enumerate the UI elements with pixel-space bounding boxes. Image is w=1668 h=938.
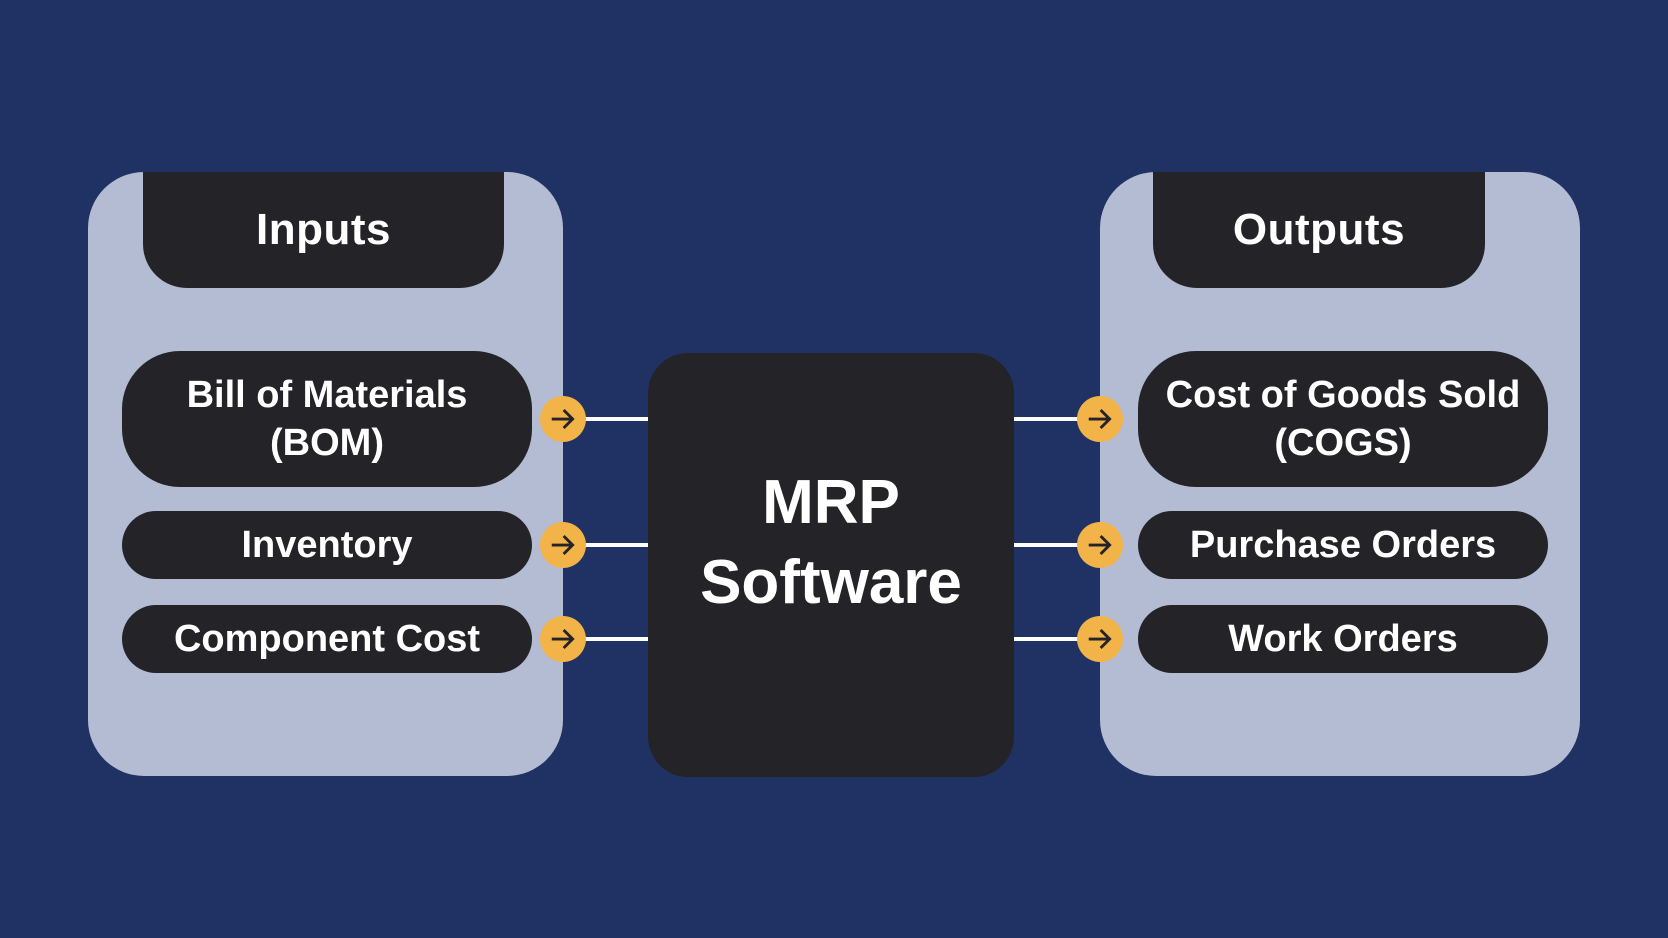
inputs-panel: Inputs Bill of Materials (BOM) Inventory… bbox=[88, 172, 563, 776]
right-arrow-icon bbox=[551, 628, 575, 650]
input-item-component-cost-label: Component Cost bbox=[173, 618, 481, 660]
connector-line-output-2 bbox=[1012, 543, 1100, 547]
right-arrow-icon bbox=[551, 408, 575, 430]
right-arrow-icon bbox=[1088, 534, 1112, 556]
arrow-circle-input-1 bbox=[540, 396, 586, 442]
output-item-cogs-line2: (COGS) bbox=[1274, 422, 1412, 464]
mrp-software-line1: MRP bbox=[762, 468, 900, 537]
connector-line-output-3 bbox=[1012, 637, 1100, 641]
input-item-component-cost: Component Cost bbox=[122, 605, 532, 673]
arrow-circle-output-3 bbox=[1077, 616, 1123, 662]
connector-line-input-3 bbox=[563, 637, 652, 641]
input-item-bom-line2: (BOM) bbox=[270, 422, 384, 464]
arrow-circle-input-3 bbox=[540, 616, 586, 662]
mrp-software-line2: Software bbox=[700, 548, 962, 617]
outputs-panel: Outputs Cost of Goods Sold (COGS) Purcha… bbox=[1100, 172, 1580, 776]
input-item-bom-line1: Bill of Materials bbox=[186, 374, 468, 416]
right-arrow-icon bbox=[1088, 408, 1112, 430]
right-arrow-icon bbox=[551, 534, 575, 556]
input-item-inventory: Inventory bbox=[122, 511, 532, 579]
connector-line-input-1 bbox=[563, 417, 652, 421]
outputs-header: Outputs bbox=[1153, 172, 1485, 288]
input-item-inventory-label: Inventory bbox=[241, 524, 413, 566]
input-item-bom: Bill of Materials (BOM) bbox=[122, 351, 532, 487]
inputs-title: Inputs bbox=[256, 205, 391, 254]
inputs-header: Inputs bbox=[143, 172, 504, 288]
mrp-software-box: MRP Software bbox=[648, 353, 1014, 777]
output-item-cogs-line1: Cost of Goods Sold bbox=[1165, 374, 1521, 416]
arrow-circle-output-1 bbox=[1077, 396, 1123, 442]
output-item-work-orders-label: Work Orders bbox=[1228, 618, 1458, 660]
right-arrow-icon bbox=[1088, 628, 1112, 650]
output-item-purchase-orders-label: Purchase Orders bbox=[1189, 524, 1497, 566]
output-item-purchase-orders: Purchase Orders bbox=[1138, 511, 1548, 579]
arrow-circle-output-2 bbox=[1077, 522, 1123, 568]
connector-line-output-1 bbox=[1012, 417, 1100, 421]
outputs-title: Outputs bbox=[1232, 205, 1406, 254]
output-item-cogs: Cost of Goods Sold (COGS) bbox=[1138, 351, 1548, 487]
arrow-circle-input-2 bbox=[540, 522, 586, 568]
mrp-software-label: MRP Software bbox=[700, 463, 962, 623]
output-item-work-orders: Work Orders bbox=[1138, 605, 1548, 673]
connector-line-input-2 bbox=[563, 543, 652, 547]
